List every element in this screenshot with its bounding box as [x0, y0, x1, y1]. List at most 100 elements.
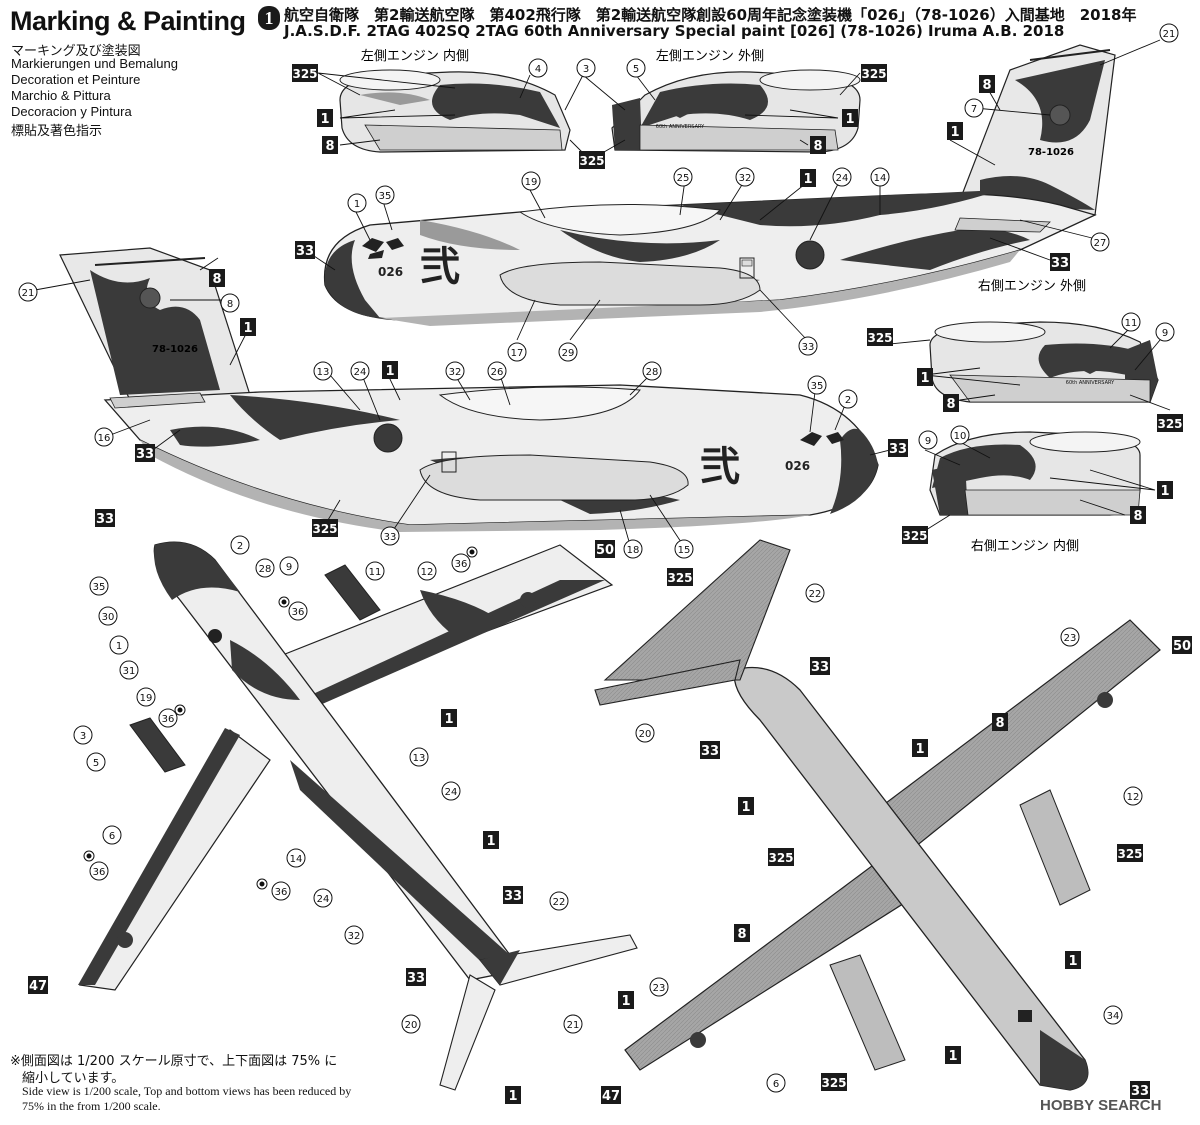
- color-code-box-33: 33: [810, 657, 830, 675]
- decal-callout-circle: [344, 925, 364, 945]
- color-code-box-bg: [821, 1073, 847, 1091]
- decal-callout-circle: [838, 389, 858, 409]
- decal-callout-17: 17: [507, 342, 527, 362]
- decal-callout-23: 23: [649, 977, 669, 997]
- color-code-box-bg: [700, 741, 720, 759]
- color-code-box-1: 1: [483, 831, 499, 849]
- tail-serial-upper: 78-1026: [1028, 147, 1074, 158]
- decal-callout-label: 11: [369, 567, 382, 578]
- color-code-box-8: 8: [734, 924, 750, 942]
- decal-callout-label: 36: [455, 559, 468, 570]
- color-code-label: 325: [902, 529, 927, 543]
- color-code-box-bg: [738, 797, 754, 815]
- decal-callout-circle: [673, 167, 693, 187]
- color-code-box-47: 47: [601, 1086, 621, 1104]
- decal-callout-label: 24: [836, 173, 849, 184]
- decal-callout-label: 14: [874, 173, 887, 184]
- decal-callout-circle: [950, 425, 970, 445]
- decal-callout-14: 14: [870, 167, 890, 187]
- decal-callout-14: 14: [286, 848, 306, 868]
- color-code-box-bg: [595, 540, 615, 558]
- color-code-box-1: 1: [912, 739, 928, 757]
- decal-callout-circle: [563, 1014, 583, 1034]
- decal-callout-circle: [375, 185, 395, 205]
- decal-callout-11: 11: [1121, 312, 1141, 332]
- anniversary-emblem-left: 60th ANNIVERSARY: [656, 100, 705, 130]
- decal-callout-label: 20: [405, 1020, 418, 1031]
- color-code-label: 325: [292, 67, 317, 81]
- color-code-label: 33: [811, 660, 829, 675]
- footnote-english-line1: Side view is 1/200 scale, Top and bottom…: [22, 1084, 352, 1098]
- decal-callout-circle: [576, 58, 596, 78]
- decal-callout-label: 12: [421, 567, 434, 578]
- color-code-label: 325: [1157, 417, 1182, 431]
- color-code-label: 1: [1160, 484, 1169, 499]
- decal-callout-5: 5: [626, 58, 646, 78]
- color-code-box-1: 1: [945, 1046, 961, 1064]
- color-code-box-1: 1: [842, 109, 858, 127]
- decal-callout-20: 20: [635, 723, 655, 743]
- decal-callout-16: 16: [94, 427, 114, 447]
- color-code-box-33: 33: [503, 886, 523, 904]
- decal-callout-circle: [635, 723, 655, 743]
- decal-callout-circle: [558, 342, 578, 362]
- color-code-label: 1: [508, 1089, 517, 1104]
- color-code-box-325: 325: [902, 526, 928, 544]
- decal-callout-15: 15: [674, 539, 694, 559]
- tail-serial-lower: 78-1026: [152, 344, 198, 355]
- color-code-box-bg: [917, 368, 933, 386]
- decal-callout-circle: [1159, 23, 1179, 43]
- footnote-japanese-line2: 縮小しています。: [22, 1071, 125, 1086]
- decal-callout-circle: [98, 606, 118, 626]
- color-code-box-8: 8: [992, 713, 1008, 731]
- decal-callout-label: 35: [811, 381, 824, 392]
- decal-callout-3: 3: [73, 725, 93, 745]
- color-code-box-bg: [800, 169, 816, 187]
- decal-callout-circle: [1060, 627, 1080, 647]
- decal-callout-label: 20: [639, 729, 652, 740]
- decal-callout-31: 31: [119, 660, 139, 680]
- decal-callout-1: 1: [347, 193, 367, 213]
- color-code-box-33: 33: [1050, 253, 1070, 271]
- decal-callout-label: 21: [1163, 29, 1176, 40]
- color-code-box-bg: [861, 64, 887, 82]
- decal-callout-circle: [380, 526, 400, 546]
- decal-callout-29: 29: [558, 342, 578, 362]
- decal-callout-label: 7: [971, 104, 977, 115]
- decal-callout-label: 35: [379, 191, 392, 202]
- decal-callout-circle: [102, 825, 122, 845]
- color-code-box-1: 1: [618, 991, 634, 1009]
- decal-callout-9: 9: [918, 430, 938, 450]
- decal-callout-35: 35: [89, 576, 109, 596]
- color-code-label: 1: [845, 112, 854, 127]
- color-code-boxes: 3251832532518813333132581331325331832518…: [28, 64, 1192, 1104]
- decal-callout-6: 6: [766, 1073, 786, 1093]
- decal-callout-circle: [230, 535, 250, 555]
- color-code-box-8: 8: [322, 136, 338, 154]
- color-code-box-1: 1: [1065, 951, 1081, 969]
- color-code-box-bg: [483, 831, 499, 849]
- color-code-label: 8: [212, 272, 221, 287]
- decal-callout-circle: [626, 58, 646, 78]
- decal-callout-circle: [805, 583, 825, 603]
- decal-callout-35: 35: [807, 375, 827, 395]
- color-code-box-1: 1: [240, 318, 256, 336]
- color-code-label: 33: [889, 442, 907, 457]
- decal-callout-label: 33: [384, 532, 397, 543]
- color-code-box-bg: [28, 976, 48, 994]
- decal-callout-32: 32: [735, 167, 755, 187]
- engine-left-outer-view: 60th ANNIVERSARY: [611, 69, 861, 153]
- decal-callout-22: 22: [805, 583, 825, 603]
- decal-callout-5: 5: [86, 752, 106, 772]
- decal-callout-36: 36: [271, 881, 291, 901]
- decal-callout-circle: [18, 282, 38, 302]
- decal-callout-label: 24: [354, 367, 367, 378]
- color-code-box-bg: [842, 109, 858, 127]
- lang-label-chinese: 標貼及著色指示: [11, 123, 103, 138]
- color-code-box-1: 1: [738, 797, 754, 815]
- color-code-box-8: 8: [1130, 506, 1146, 524]
- decal-callout-circle: [445, 361, 465, 381]
- decal-callout-label: 11: [1125, 318, 1138, 329]
- decal-callout-circle: [350, 361, 370, 381]
